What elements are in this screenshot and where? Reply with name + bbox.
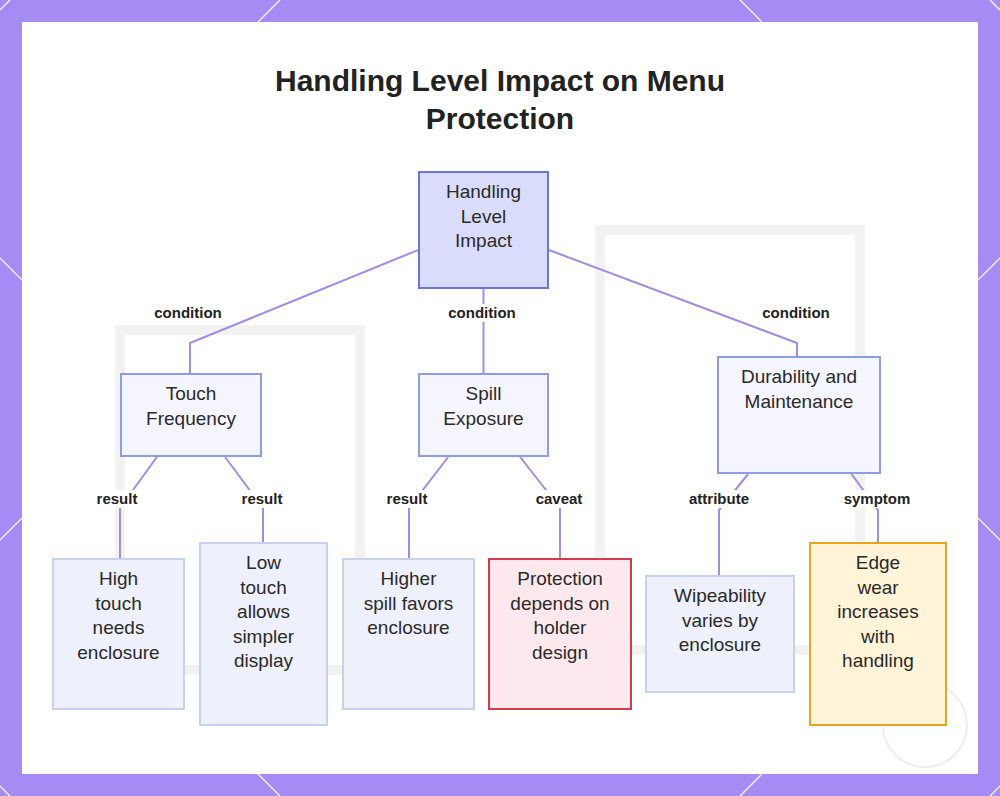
concept-box: High touch needs enclosure [52,558,185,710]
concept-box: Protection depends on holder design [488,558,632,710]
edge-label: condition [152,304,224,322]
edge-label: result [385,490,430,508]
node-text: Protection depends on holder design [508,567,612,665]
connector-line [483,289,484,373]
concept-box: Spill Exposure [418,373,549,457]
edge-label: result [240,490,285,508]
connector-line [851,474,878,542]
node-text: Higher spill favors enclosure [363,567,455,641]
concept-box: Wipeability varies by enclosure [645,575,795,693]
node-text: Spill Exposure [438,382,530,431]
concept-box: Touch Frequency [120,373,262,457]
concept-box: Higher spill favors enclosure [342,558,475,710]
edge-label: symptom [842,490,913,508]
concept-box: Low touch allows simpler display [199,542,328,726]
edge-label: attribute [687,490,751,508]
concept-box: Durability and Maintenance [717,356,881,474]
node-text: High touch needs enclosure [74,567,164,665]
edge-label: condition [760,304,832,322]
edge-label: condition [446,304,518,322]
diagram-title: Handling Level Impact on Menu Protection [200,62,800,138]
node-text: Wipeability varies by enclosure [664,584,776,658]
connector-line [190,250,418,373]
node-text: Durability and Maintenance [737,365,861,414]
concept-box: Edge wear increases with handling [809,542,947,726]
edge-label: caveat [534,490,585,508]
node-text: Edge wear increases with handling [834,551,922,674]
concept-box: Handling Level Impact [418,171,549,289]
node-text: Touch Frequency [136,382,246,431]
edge-label: result [95,490,140,508]
node-text: Low touch allows simpler display [224,551,304,674]
node-text: Handling Level Impact [438,180,530,254]
